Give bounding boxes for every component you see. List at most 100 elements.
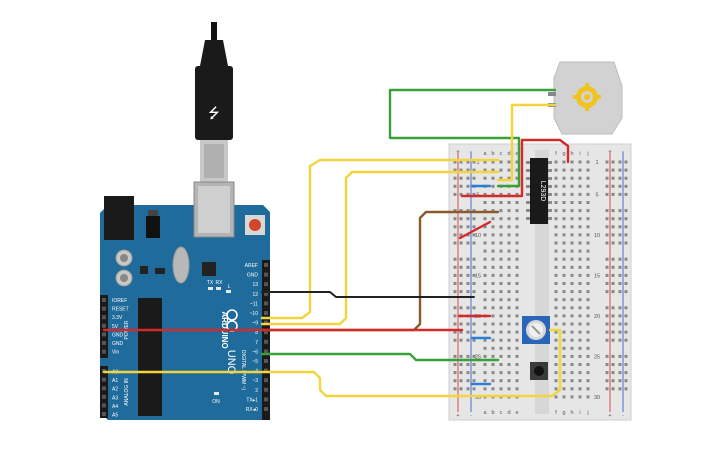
breadboard-hole	[562, 387, 566, 391]
breadboard-hole	[491, 273, 495, 277]
rail-hole	[453, 176, 457, 180]
breadboard-hole	[554, 322, 558, 326]
breadboard-hole	[578, 354, 582, 358]
breadboard-hole	[483, 354, 487, 358]
breadboard-hole	[499, 363, 503, 366]
row-label: 30	[594, 395, 600, 401]
breadboard-hole	[491, 233, 495, 237]
breadboard-hole	[562, 192, 566, 196]
rail-hole	[605, 363, 609, 366]
digital-pin-label: ~6	[252, 349, 258, 355]
breadboard-hole	[578, 225, 582, 229]
breadboard-hole	[483, 192, 487, 196]
row-label: 15	[594, 273, 600, 279]
rail-hole	[611, 241, 615, 245]
breadboard-hole	[483, 217, 487, 221]
breadboard-hole	[515, 273, 519, 277]
breadboard-hole	[562, 314, 566, 318]
rail-hole	[624, 371, 628, 375]
analog-label: ANALOG IN	[124, 378, 130, 406]
motor-gear-icon	[573, 83, 601, 111]
breadboard-hole	[586, 298, 590, 302]
breadboard-hole	[586, 363, 590, 366]
rail-hole	[618, 314, 622, 318]
breadboard-hole	[578, 257, 582, 261]
wire-red-diag	[458, 220, 492, 240]
rail-hole	[459, 192, 463, 196]
breadboard-hole	[499, 209, 503, 213]
breadboard-hole	[578, 306, 582, 310]
rail-hole	[618, 282, 622, 285]
breadboard-hole	[554, 249, 558, 253]
rail-hole	[459, 282, 463, 285]
breadboard-hole	[578, 338, 582, 342]
rx-label: RX	[216, 280, 224, 286]
wire-yellow-10	[260, 170, 500, 326]
rail-hole	[618, 184, 622, 188]
breadboard-hole	[586, 233, 590, 237]
rail-hole	[472, 306, 476, 310]
rail-hole	[624, 160, 628, 164]
rail-hole	[605, 314, 609, 318]
row-label: 30	[475, 395, 481, 401]
rail-hole	[472, 160, 476, 164]
analog-pin-label: A1	[112, 378, 118, 384]
breadboard-hole	[578, 282, 582, 285]
rail-hole	[466, 209, 470, 213]
column-label: d	[507, 410, 510, 416]
breadboard-hole	[554, 184, 558, 188]
breadboard-hole	[515, 290, 519, 294]
rail-hole	[618, 387, 622, 391]
rail-hole	[624, 209, 628, 213]
breadboard-hole	[578, 298, 582, 302]
breadboard-hole	[507, 314, 511, 318]
rail-hole	[453, 168, 457, 172]
rail-hole	[453, 225, 457, 229]
rail-hole	[466, 217, 470, 221]
rail-hole	[605, 338, 609, 342]
rail-hole	[611, 273, 615, 277]
digital-pin-label: AREF	[245, 263, 258, 269]
rail-hole	[472, 176, 476, 180]
breadboard-hole	[515, 363, 519, 366]
breadboard-hole	[491, 176, 495, 180]
breadboard-hole	[491, 209, 495, 213]
breadboard-hole	[562, 217, 566, 221]
rail-hole	[459, 233, 463, 237]
rail-hole	[453, 209, 457, 213]
wire-green-7	[260, 352, 500, 362]
breadboard-hole	[586, 192, 590, 196]
rail-hole	[605, 217, 609, 221]
rail-hole	[605, 306, 609, 310]
rail-minus-label-top-left: -	[470, 149, 472, 155]
breadboard-hole	[499, 233, 503, 237]
breadboard-hole	[554, 338, 558, 342]
rail-hole	[618, 306, 622, 310]
rail-hole	[472, 192, 476, 196]
breadboard-hole	[515, 176, 519, 180]
breadboard-hole	[507, 290, 511, 294]
digital-pin-label: TX▸1	[246, 397, 258, 403]
digital-pin-hole	[264, 311, 268, 315]
rail-hole	[611, 290, 615, 294]
svg-text:⭍: ⭍	[208, 105, 220, 121]
breadboard-hole	[562, 363, 566, 366]
rail-hole	[472, 282, 476, 285]
breadboard-hole	[562, 395, 566, 399]
breadboard-hole	[507, 192, 511, 196]
rail-hole	[624, 338, 628, 342]
digital-pin-label: 7	[255, 340, 258, 346]
potentiometer-icon	[522, 316, 550, 344]
breadboard-hole	[570, 290, 574, 294]
rail-hole	[466, 282, 470, 285]
rail-hole	[624, 306, 628, 310]
breadboard-hole	[570, 354, 574, 358]
column-label: g	[562, 151, 565, 157]
rail-hole	[618, 225, 622, 229]
rail-hole	[611, 330, 615, 334]
rail-hole	[459, 160, 463, 164]
rail-hole	[605, 176, 609, 180]
breadboard-hole	[562, 249, 566, 253]
breadboard-hole	[570, 330, 574, 334]
rail-hole	[624, 225, 628, 229]
